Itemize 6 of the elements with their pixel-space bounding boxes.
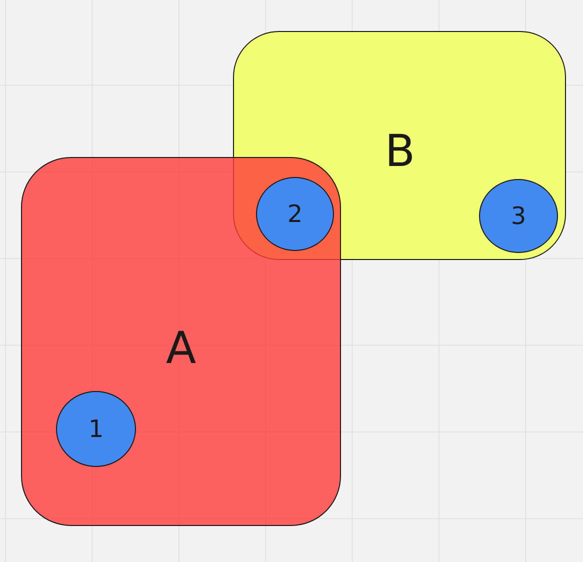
circle-number: 3 xyxy=(510,204,526,228)
rounded-region xyxy=(21,157,341,526)
circle-number: 2 xyxy=(287,202,303,226)
circle-number: 1 xyxy=(88,417,104,441)
region-label: A xyxy=(166,327,196,371)
region-label: B xyxy=(384,130,416,174)
